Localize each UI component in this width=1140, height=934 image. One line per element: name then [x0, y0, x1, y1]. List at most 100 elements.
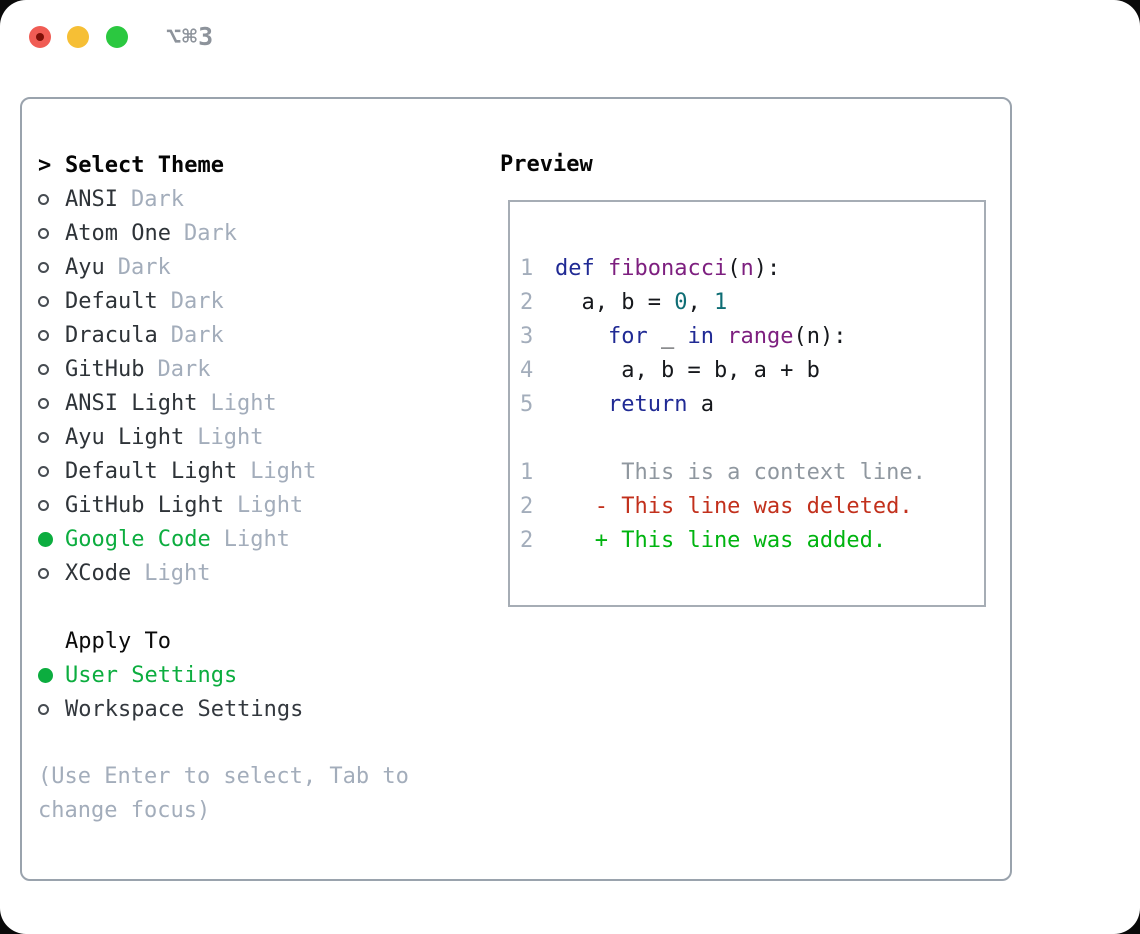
spacer	[38, 726, 488, 760]
theme-variant: Dark	[170, 322, 224, 348]
code-line-2: 2 a, b = 0, 1	[520, 285, 984, 319]
theme-name: Default	[65, 288, 158, 314]
token-plain: (n):	[793, 323, 847, 349]
apply-option-workspace-settings[interactable]: Workspace Settings	[38, 692, 488, 726]
unsaved-dot-icon	[36, 33, 44, 41]
radio-icon	[38, 329, 49, 341]
minimize-button[interactable]	[67, 26, 89, 48]
line-number: 4	[520, 357, 534, 383]
radio-icon	[38, 703, 49, 715]
spacer	[38, 590, 488, 624]
theme-name: Atom One	[65, 220, 171, 246]
preview-title: Preview	[500, 152, 593, 177]
line-number: 2	[520, 527, 534, 553]
theme-name: ANSI	[65, 186, 118, 212]
theme-option-xcode[interactable]: XCode Light	[38, 556, 488, 590]
token-plain	[555, 392, 608, 417]
select-theme-title: Select Theme	[65, 152, 224, 178]
token-keyword: return	[607, 391, 688, 417]
theme-variant: Light	[223, 526, 290, 552]
radio-icon	[38, 261, 49, 273]
theme-variant: Light	[197, 424, 264, 450]
token-keyword: in	[687, 323, 714, 349]
help-text: (Use Enter to select, Tab to change focu…	[38, 764, 409, 823]
token-plain: a, b = b, a + b	[555, 357, 820, 383]
line-number: 2	[520, 289, 534, 315]
code-line-5: 5 return a	[520, 387, 984, 421]
code-line-3: 3 for _ in range(n):	[520, 319, 984, 353]
diff-line-deleted: 2 - This line was deleted.	[520, 489, 984, 523]
apply-option-label: Workspace Settings	[65, 696, 304, 722]
theme-variant: Dark	[117, 254, 171, 280]
code-text: for _ in range(n):	[555, 324, 846, 349]
theme-variant: Light	[250, 458, 317, 484]
theme-name: Ayu	[65, 254, 105, 280]
theme-name: Dracula	[65, 322, 158, 348]
apply-option-label: User Settings	[65, 662, 238, 688]
theme-variant: Dark	[170, 288, 224, 314]
diff-preview: 1 This is a context line.2 - This line w…	[520, 455, 984, 557]
radio-icon	[38, 397, 49, 409]
theme-name: Google Code	[65, 526, 211, 552]
theme-name: ANSI Light	[65, 390, 198, 416]
maximize-button[interactable]	[106, 26, 128, 48]
close-button[interactable]	[29, 26, 51, 48]
theme-name: GitHub Light	[65, 492, 224, 518]
token-number: 1	[713, 289, 728, 315]
radio-icon	[38, 465, 49, 477]
code-text: def fibonacci(n):	[555, 256, 780, 281]
window-shortcut-label: ⌥⌘3	[166, 22, 215, 51]
radio-selected-icon	[38, 531, 53, 547]
token-title: range	[727, 323, 794, 349]
theme-option-ayu-light[interactable]: Ayu Light Light	[38, 420, 488, 454]
apply-option-user-settings[interactable]: User Settings	[38, 658, 488, 692]
token-plain	[595, 256, 608, 281]
token-plain	[714, 324, 727, 349]
theme-variant: Dark	[183, 220, 237, 246]
theme-option-ayu[interactable]: Ayu Dark	[38, 250, 488, 284]
line-number: 1	[520, 459, 534, 485]
token-plain	[555, 324, 608, 349]
token-keyword: def	[555, 255, 595, 281]
apply-to-title: Apply To	[65, 628, 171, 654]
cursor-icon: >	[38, 152, 52, 178]
diff-text: - This line was deleted.	[555, 493, 913, 519]
diff-line-context: 1 This is a context line.	[520, 455, 984, 489]
line-number: 1	[520, 255, 534, 281]
spacer	[520, 421, 984, 455]
apply-to-header: Apply To	[38, 624, 488, 658]
radio-selected-icon	[38, 667, 53, 683]
line-number: 3	[520, 323, 534, 349]
radio-icon	[38, 193, 49, 205]
radio-icon	[38, 363, 49, 375]
theme-variant: Light	[144, 560, 211, 586]
diff-text: + This line was added.	[555, 527, 887, 553]
code-text: a, b = b, a + b	[555, 358, 820, 383]
theme-option-google-code[interactable]: Google Code Light	[38, 522, 488, 556]
diff-line-added: 2 + This line was added.	[520, 523, 984, 557]
token-plain: a, b =	[555, 289, 675, 315]
theme-name: Ayu Light	[65, 424, 185, 450]
theme-option-atom-one[interactable]: Atom One Dark	[38, 216, 488, 250]
code-line-1: 1 def fibonacci(n):	[520, 251, 984, 285]
token-plain: ):	[753, 255, 781, 281]
token-plain: ,	[687, 289, 714, 315]
theme-option-dracula[interactable]: Dracula Dark	[38, 318, 488, 352]
token-plain: a	[687, 391, 714, 417]
radio-icon	[38, 499, 49, 511]
line-number: 2	[520, 493, 534, 519]
theme-option-default[interactable]: Default Dark	[38, 284, 488, 318]
theme-name: XCode	[65, 560, 132, 586]
select-theme-header: > Select Theme	[38, 148, 488, 182]
radio-icon	[38, 431, 49, 443]
token-plain: _	[647, 323, 688, 349]
token-number: 0	[674, 289, 688, 315]
